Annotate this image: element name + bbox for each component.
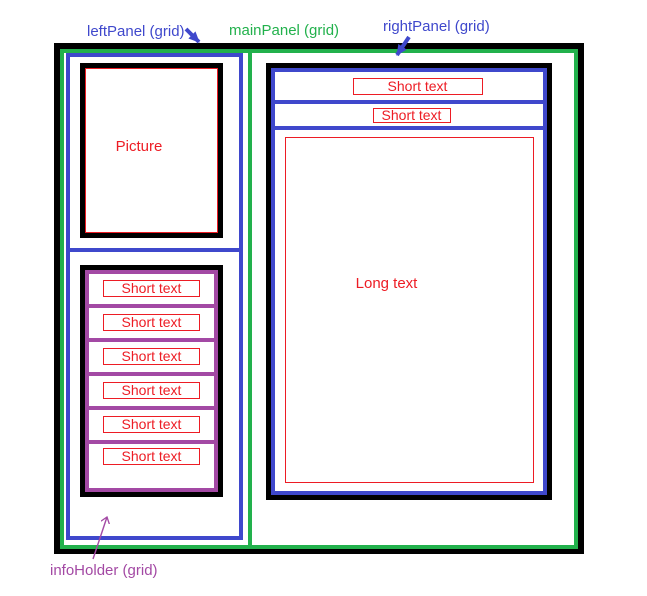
picture-frame: Picture [80, 63, 223, 238]
info-row-divider [89, 371, 214, 376]
short-text-label: Short text [121, 314, 182, 331]
main-panel-column-divider [248, 53, 252, 545]
short-text-box: Short text [103, 447, 200, 465]
left-panel-label: leftPanel (grid) [87, 23, 185, 40]
right-panel-label: rightPanel (grid) [383, 18, 490, 35]
main-panel-grid-border [60, 49, 578, 549]
short-text-box: Short text [103, 416, 200, 434]
short-text-label: Short text [381, 106, 442, 123]
short-text-box: Short text [372, 106, 451, 123]
short-text-label: Short text [121, 348, 182, 365]
info-holder-label: infoHolder (grid) [50, 562, 158, 579]
info-row-divider [89, 303, 214, 308]
short-text-label: Short text [121, 416, 182, 433]
left-panel-arrow-icon [184, 27, 201, 44]
info-row-divider [89, 337, 214, 342]
short-text-box: Short text [103, 382, 200, 400]
info-row-divider [89, 405, 214, 410]
info-row: Short text [89, 376, 214, 406]
picture-text: Picture [115, 138, 163, 155]
info-row: Short text [89, 308, 214, 338]
long-text-label: Long text [355, 275, 418, 292]
info-row: Short text [89, 410, 214, 440]
right-panel-grid: Short text Short text Long text [271, 68, 547, 495]
right-panel-row-divider [275, 100, 543, 104]
short-text-box: Short text [103, 314, 200, 332]
info-row: Short text [89, 342, 214, 372]
short-text-box: Short text [103, 280, 200, 298]
short-text-label: Short text [387, 77, 448, 94]
info-holder-frame: Short text Short text Short text Short t… [80, 265, 223, 497]
main-panel-label: mainPanel (grid) [229, 22, 340, 39]
left-panel-row-divider [66, 248, 243, 252]
info-row: Short text [89, 274, 214, 304]
short-text-label: Short text [121, 280, 182, 297]
picture-placeholder: Picture [85, 68, 218, 233]
short-text-label: Short text [121, 447, 182, 464]
left-panel-grid-border [66, 53, 243, 540]
info-row: Short text [89, 444, 214, 488]
short-text-label: Short text [121, 382, 182, 399]
short-text-box: Short text [103, 348, 200, 366]
long-text-area: Long text [285, 137, 534, 483]
window-frame [54, 43, 584, 554]
short-text-box: Short text [352, 77, 483, 95]
right-panel-header-row: Short text [275, 72, 543, 100]
right-panel-frame: Short text Short text Long text [266, 63, 552, 500]
info-row-divider [89, 439, 214, 444]
right-panel-row-divider [275, 126, 543, 130]
right-panel-header-row: Short text [275, 104, 543, 126]
info-holder-grid: Short text Short text Short text Short t… [85, 270, 218, 492]
